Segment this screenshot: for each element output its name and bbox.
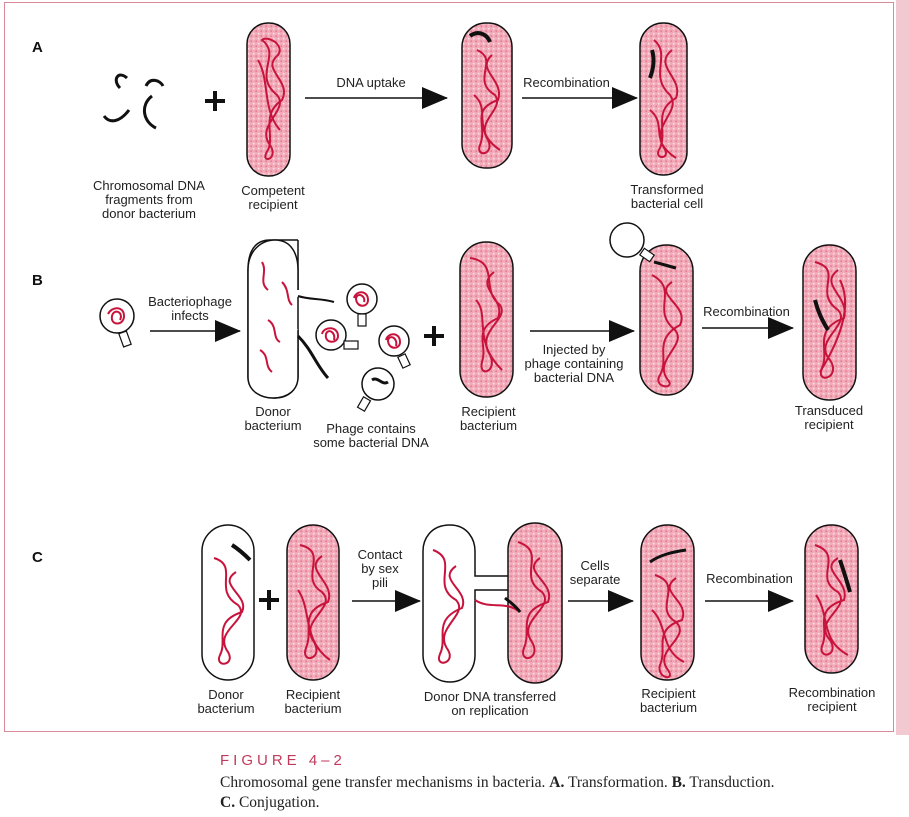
label-dna-uptake: DNA uptake bbox=[336, 75, 406, 90]
label-recombination-a: Recombination bbox=[523, 75, 610, 90]
recipient-after-transfer bbox=[640, 524, 695, 681]
figure-border bbox=[4, 2, 894, 732]
label-recipient-bacterium-c: Recipient bacterium bbox=[284, 687, 342, 716]
label-recipient-bacterium-c2: Recipient bacterium bbox=[639, 686, 698, 715]
uptake-cell bbox=[461, 22, 513, 169]
donor-bacterium-b bbox=[247, 239, 335, 399]
recipient-cell-c bbox=[286, 524, 340, 681]
plus-sign-c bbox=[259, 590, 279, 610]
label-bacteriophage-infects: Bacteriophage infects bbox=[148, 294, 232, 323]
gene-transfer-diagram bbox=[99, 22, 859, 684]
plus-sign-b bbox=[424, 326, 444, 346]
transduced-cell bbox=[802, 244, 857, 401]
donor-bacterium-c bbox=[201, 524, 255, 681]
section-a-fragments bbox=[102, 73, 165, 130]
figure-caption: Chromosomal gene transfer mechanisms in … bbox=[220, 773, 880, 813]
section-label-a: A bbox=[32, 39, 43, 56]
page-edge-strip bbox=[896, 0, 909, 735]
figure-panel: A B C Chromosomal DNA fragments from don… bbox=[4, 0, 909, 735]
label-phage-contains: Phage contains some bacterial DNA bbox=[313, 421, 429, 450]
caption-key-b: B. bbox=[671, 774, 686, 791]
label-donor-bacterium-b: Donor bacterium bbox=[244, 404, 302, 433]
caption-key-c: C. bbox=[220, 794, 236, 811]
label-recipient-bacterium-b: Recipient bacterium bbox=[459, 404, 518, 433]
conjugating-pair bbox=[422, 522, 563, 684]
competent-recipient-cell bbox=[246, 22, 291, 177]
label-cells-separate: Cells separate bbox=[569, 558, 621, 587]
transformed-cell bbox=[639, 22, 688, 176]
section-label-b: B bbox=[32, 272, 43, 289]
injected-cell bbox=[609, 222, 694, 396]
label-donor-dna-transferred: Donor DNA transferred on replication bbox=[423, 689, 557, 718]
caption-text-c: Conjugation. bbox=[235, 794, 320, 811]
label-chromosomal-fragments: Chromosomal DNA fragments from donor bac… bbox=[93, 178, 205, 221]
label-recombination-b: Recombination bbox=[703, 304, 790, 319]
progeny-phages bbox=[315, 283, 411, 413]
section-label-c: C bbox=[32, 549, 43, 566]
label-transduced-recipient: Transduced recipient bbox=[794, 403, 864, 432]
caption-text-a: Transformation. bbox=[564, 774, 672, 791]
caption-text-b: Transduction. bbox=[685, 774, 775, 791]
label-injected-by-phage: Injected by phage containing bacterial D… bbox=[524, 342, 624, 385]
label-transformed-cell: Transformed bacterial cell bbox=[630, 182, 704, 211]
plus-sign-a bbox=[205, 91, 225, 111]
infecting-phage bbox=[99, 298, 135, 348]
label-recombination-c: Recombination bbox=[706, 571, 793, 586]
label-recombination-recipient: Recombination recipient bbox=[788, 685, 876, 714]
figure-number: FIGURE 4–2 bbox=[220, 752, 346, 769]
label-competent-recipient: Competent recipient bbox=[241, 183, 305, 212]
caption-key-a: A. bbox=[549, 774, 565, 791]
recipient-cell-b bbox=[459, 241, 514, 398]
label-donor-bacterium-c: Donor bacterium bbox=[197, 687, 255, 716]
caption-main-text: Chromosomal gene transfer mechanisms in … bbox=[220, 774, 550, 791]
label-contact-sex-pili: Contact by sex pili bbox=[357, 547, 403, 590]
recombination-recipient-cell bbox=[804, 524, 859, 674]
